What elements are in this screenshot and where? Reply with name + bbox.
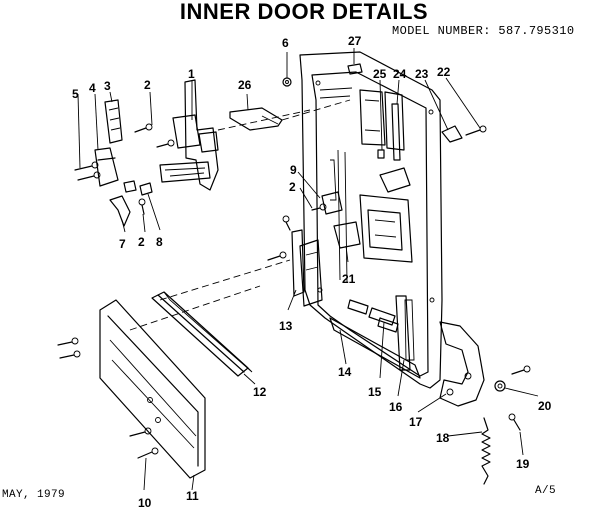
callout-9: 9 [290, 163, 297, 177]
callout-2c: 2 [138, 235, 145, 249]
callout-24: 24 [393, 67, 407, 81]
part-7-clip [109, 195, 131, 227]
part-25-bolt [377, 149, 385, 159]
callout-16: 16 [389, 400, 403, 414]
callout-2b: 2 [289, 180, 296, 194]
part-9-lever [321, 191, 343, 215]
callout-1: 1 [188, 67, 195, 81]
callout-22: 22 [437, 65, 451, 79]
part-6-nut [282, 77, 292, 87]
callout-8: 8 [156, 235, 163, 249]
callout-25: 25 [373, 67, 387, 81]
inner-door-panel [299, 51, 443, 389]
part-3-bracket [104, 99, 123, 144]
leader-lines [77, 48, 539, 491]
callout-14: 14 [338, 365, 352, 379]
part-15-slide [368, 307, 396, 326]
part-1-latch-assembly [159, 79, 219, 191]
model-number-label: MODEL NUMBER: 587.795310 [392, 24, 575, 38]
callout-20: 20 [538, 399, 552, 413]
screws-part-5 [74, 161, 101, 181]
callout-21: 21 [342, 272, 356, 286]
callout-15: 15 [368, 385, 382, 399]
part-4-bracket [94, 147, 119, 187]
callout-18: 18 [436, 431, 450, 445]
callout-19: 19 [516, 457, 530, 471]
callout-3: 3 [104, 79, 111, 93]
revision-date: MAY, 1979 [2, 489, 66, 501]
screws-part-2 [134, 123, 327, 231]
part-24-strip [391, 103, 401, 161]
page-reference: A/5 [535, 485, 557, 497]
part-27-fastener [347, 63, 363, 75]
part-18-spring [481, 417, 491, 485]
callout-4: 4 [89, 81, 96, 95]
callout-6: 6 [282, 36, 289, 50]
callout-5: 5 [72, 87, 79, 101]
part-12-trim-channel [151, 291, 253, 377]
part-23-clip [441, 125, 463, 143]
callout-labels: 1 2 3 4 5 6 7 8 9 10 11 12 13 14 15 16 1… [72, 34, 552, 510]
part-20-nut [494, 365, 531, 392]
part-19-screw [508, 413, 521, 431]
part-13-bracket [267, 229, 323, 307]
part-17-hinge-arm [439, 321, 485, 407]
callout-26: 26 [238, 78, 252, 92]
part-11-outer-panel [99, 299, 206, 479]
callout-10: 10 [138, 496, 152, 510]
part-10-screws [57, 337, 159, 459]
diagram-title: INNER DOOR DETAILS [179, 0, 429, 24]
part-8-block [123, 180, 153, 196]
callout-17: 17 [409, 415, 423, 429]
part-26-bracket [229, 107, 283, 131]
callout-12: 12 [253, 385, 267, 399]
callout-11: 11 [186, 489, 199, 503]
part-21-latch [333, 221, 361, 249]
callout-23: 23 [415, 67, 429, 81]
callout-2: 2 [144, 78, 151, 92]
part-16-guide [395, 295, 411, 371]
callout-27: 27 [348, 34, 362, 48]
callout-7: 7 [119, 237, 126, 251]
callout-13: 13 [279, 319, 293, 333]
part-14-rail [329, 317, 421, 379]
part-22-screw [465, 125, 487, 136]
